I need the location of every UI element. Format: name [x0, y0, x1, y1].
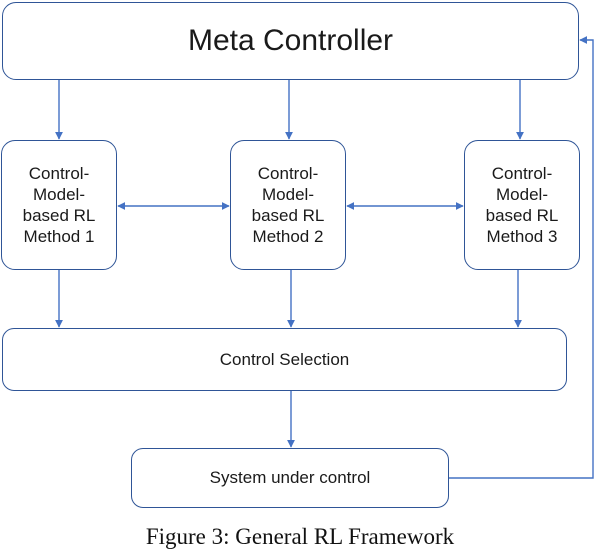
method-3-box: Control- Model- based RL Method 3 — [464, 140, 580, 270]
method-1-label: Control- Model- based RL Method 1 — [22, 164, 96, 246]
control-selection-box: Control Selection — [2, 328, 567, 391]
system-under-control-label: System under control — [209, 468, 371, 487]
control-selection-label: Control Selection — [219, 349, 350, 369]
system-under-control-box: System under control — [131, 448, 449, 508]
method-2-label: Control- Model- based RL Method 2 — [251, 164, 325, 246]
method-3-label: Control- Model- based RL Method 3 — [485, 164, 559, 246]
meta-controller-label: Meta Controller — [187, 24, 394, 57]
method-1-box: Control- Model- based RL Method 1 — [1, 140, 117, 270]
figure-caption: Figure 3: General RL Framework — [145, 524, 455, 549]
method-2-box: Control- Model- based RL Method 2 — [230, 140, 346, 270]
meta-controller-box: Meta Controller — [2, 2, 579, 80]
